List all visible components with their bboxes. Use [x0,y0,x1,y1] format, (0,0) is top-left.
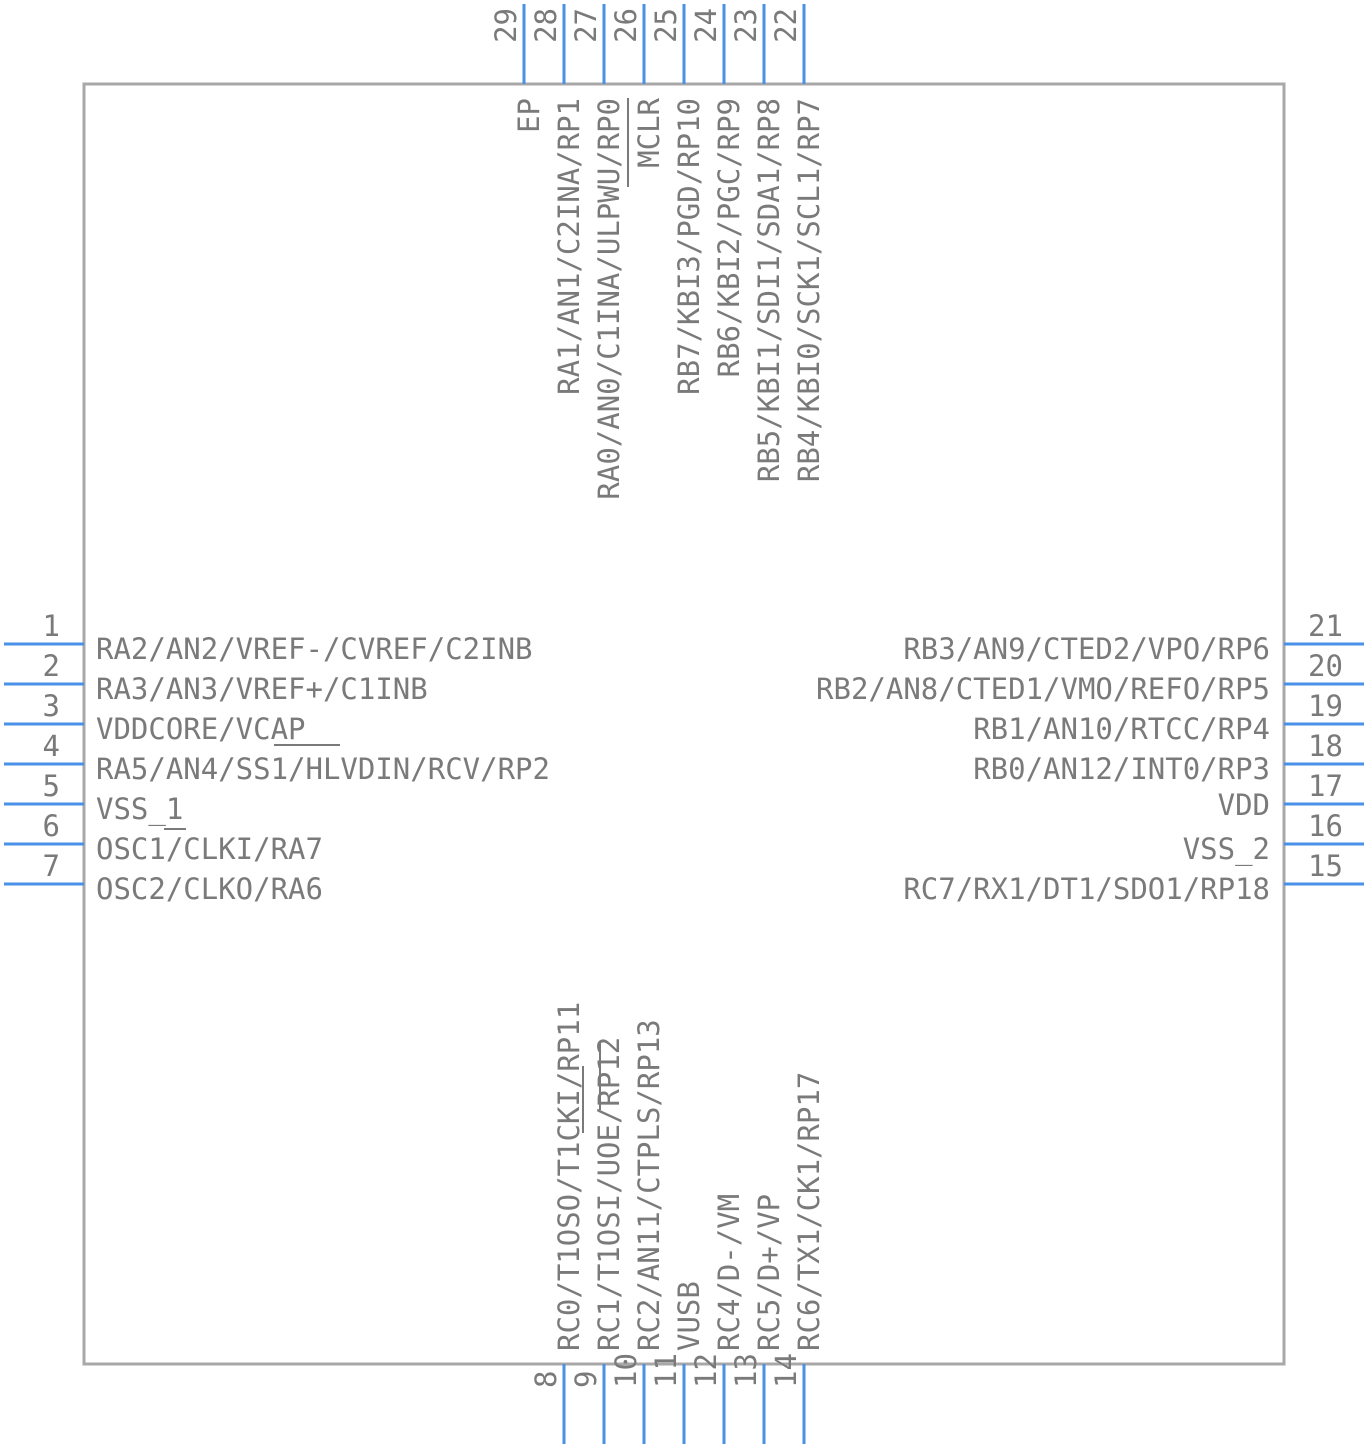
pin-22-label: RB4/KBI0/SCK1/SCL1/RP7 [792,98,826,482]
pin-19[interactable]: 19 RB1/AN10/RTCC/RP4 [973,689,1364,746]
pin-10-number: 10 [609,1353,643,1388]
pin-27-label: RA0/AN0/C1INA/ULPWU/RP0 [592,98,626,500]
pin-13-label: RC5/D+/VP [752,1194,786,1351]
pin-20-number: 20 [1308,649,1343,683]
pin-26-number: 26 [609,8,643,43]
pin-12[interactable]: 12 RC4/D-/VM [689,1194,746,1444]
left-pins: 1 RA2/AN2/VREF-/CVREF/C2INB 2 RA3/AN3/VR… [4,609,550,906]
pin-20[interactable]: 20 RB2/AN8/CTED1/VMO/REFO/RP5 [816,649,1364,706]
pin-7[interactable]: 7 OSC2/CLKO/RA6 [4,849,323,906]
pin-6-number: 6 [43,809,60,843]
pin-13-number: 13 [729,1353,763,1388]
pin-20-label: RB2/AN8/CTED1/VMO/REFO/RP5 [816,672,1270,706]
pin-27[interactable]: 27 RA0/AN0/C1INA/ULPWU/RP0 [569,4,626,500]
pin-4[interactable]: 4 RA5/AN4/SS1/HLVDIN/RCV/RP2 [4,729,550,786]
pin-5-label: VSS_1 [96,792,183,827]
pin-18-number: 18 [1308,729,1343,763]
pin-14-number: 14 [769,1353,803,1388]
pin-25-number: 25 [649,8,683,43]
pin-15[interactable]: 15 RC7/RX1/DT1/SDO1/RP18 [903,849,1364,906]
pin-21-label: RB3/AN9/CTED2/VPO/RP6 [903,632,1270,666]
pin-2-number: 2 [43,649,60,683]
pin-11-label: VUSB [672,1281,706,1351]
pin-23[interactable]: 23 RB5/KBI1/SDI1/SDA1/RP8 [729,4,786,482]
pin-26-label: MCLR [632,97,666,167]
pin-28-number: 28 [529,8,563,43]
pin-2[interactable]: 2 RA3/AN3/VREF+/C1INB [4,649,428,706]
pin-19-label: RB1/AN10/RTCC/RP4 [973,712,1270,746]
pin-16-number: 16 [1308,809,1343,843]
pin-28[interactable]: 28 RA1/AN1/C2INA/RP1 [529,4,586,395]
pin-3[interactable]: 3 VDDCORE/VCAP [4,689,340,746]
pin-4-number: 4 [43,729,60,763]
pin-8[interactable]: 8 RC0/T1OSO/T1CKI/RP11 [529,1002,586,1444]
pin-6-label: OSC1/CLKI/RA7 [96,832,323,866]
pin-27-number: 27 [569,8,603,43]
bottom-pins: 8 RC0/T1OSO/T1CKI/RP11 9 RC1/T1OSI/UOE/R… [529,1002,826,1444]
pin-22[interactable]: 22 RB4/KBI0/SCK1/SCL1/RP7 [769,4,826,482]
pin-3-label: VDDCORE/VCAP [96,712,306,746]
pin-13[interactable]: 13 RC5/D+/VP [729,1194,786,1444]
pin-18[interactable]: 18 RB0/AN12/INT0/RP3 [973,729,1364,786]
pin-4-label: RA5/AN4/SS1/HLVDIN/RCV/RP2 [96,752,550,786]
pin-29-number: 29 [489,8,523,43]
pin-19-number: 19 [1308,689,1343,723]
pin-15-number: 15 [1308,849,1343,883]
pin-8-number: 8 [529,1371,563,1388]
pin-5-number: 5 [43,769,60,803]
pin-3-number: 3 [43,689,60,723]
pin-6[interactable]: 6 OSC1/CLKI/RA7 [4,809,323,866]
pin-29-label: EP [512,98,546,133]
pin-12-label: RC4/D-/VM [712,1194,746,1351]
pin-16[interactable]: 16 VSS_2 [1183,809,1364,867]
pin-26[interactable]: 26 MCLR [609,4,666,187]
pin-11-number: 11 [649,1353,683,1388]
pin-24-number: 24 [689,8,723,43]
top-pins: 29 EP 28 RA1/AN1/C2INA/RP1 27 RA0/AN0/C1… [489,4,826,500]
pin-23-number: 23 [729,8,763,43]
pin-5[interactable]: 5 VSS_1 [4,769,183,827]
pin-17-label: VDD [1218,788,1270,822]
pin-21-number: 21 [1308,609,1343,643]
pin-8-label: RC0/T1OSO/T1CKI/RP11 [552,1002,586,1351]
pin-24-label: RB6/KBI2/PGC/RP9 [712,98,746,377]
pin-7-label: OSC2/CLKO/RA6 [96,872,323,906]
pin-17[interactable]: 17 VDD [1218,769,1364,822]
pin-16-label: VSS_2 [1183,832,1270,867]
pin-22-number: 22 [769,8,803,43]
pin-9-label: RC1/T1OSI/UOE/RP12 [592,1037,626,1351]
pin-25-label: RB7/KBI3/PGD/RP10 [672,98,706,395]
pin-21[interactable]: 21 RB3/AN9/CTED2/VPO/RP6 [903,609,1364,666]
pin-29[interactable]: 29 EP [489,4,546,133]
pin-17-number: 17 [1308,769,1343,803]
pin-2-label: RA3/AN3/VREF+/C1INB [96,672,428,706]
pin-25[interactable]: 25 RB7/KBI3/PGD/RP10 [649,4,706,395]
pin-10[interactable]: 10 RC2/AN11/CTPLS/RP13 [609,1019,666,1444]
pin-15-label: RC7/RX1/DT1/SDO1/RP18 [903,872,1270,906]
pin-1-label: RA2/AN2/VREF-/CVREF/C2INB [96,632,533,666]
pin-9[interactable]: 9 RC1/T1OSI/UOE/RP12 [569,1037,626,1444]
pin-10-label: RC2/AN11/CTPLS/RP13 [632,1019,666,1351]
pin-14-label: RC6/TX1/CK1/RP17 [792,1072,826,1351]
pin-12-number: 12 [689,1353,723,1388]
pin-18-label: RB0/AN12/INT0/RP3 [973,752,1270,786]
pin-9-number: 9 [569,1371,603,1388]
pin-1-number: 1 [43,609,60,643]
pin-23-label: RB5/KBI1/SDI1/SDA1/RP8 [752,98,786,482]
pin-28-label: RA1/AN1/C2INA/RP1 [552,98,586,395]
pin-24[interactable]: 24 RB6/KBI2/PGC/RP9 [689,4,746,377]
pin-7-number: 7 [43,849,60,883]
pin-14[interactable]: 14 RC6/TX1/CK1/RP17 [769,1072,826,1444]
pin-11[interactable]: 11 VUSB [649,1281,706,1444]
right-pins: 21 RB3/AN9/CTED2/VPO/RP6 20 RB2/AN8/CTED… [816,609,1364,906]
pin-1[interactable]: 1 RA2/AN2/VREF-/CVREF/C2INB [4,609,533,666]
